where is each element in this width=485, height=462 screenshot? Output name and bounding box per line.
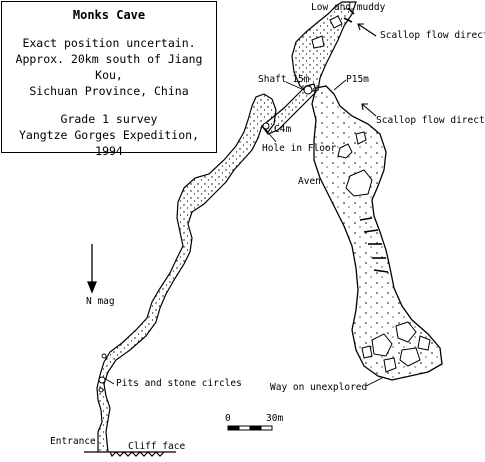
survey-grade: Grade 1 survey: [60, 112, 158, 126]
flow-arrow-north: [357, 23, 377, 37]
flow-arrow-main: [361, 103, 377, 117]
cliff-face: [84, 451, 176, 458]
label-entrance: Entrance: [50, 436, 96, 447]
label-scallop-north: Scallop flow direction: [380, 30, 485, 41]
label-c4: C4m: [274, 124, 292, 135]
label-pits: Pits and stone circles: [116, 378, 242, 389]
note-line-1: Exact position uncertain.: [22, 36, 196, 50]
note-line-3: Sichuan Province, China: [29, 84, 189, 98]
north-label: N mag: [86, 296, 115, 307]
survey-team: Yangtze Gorges Expedition, 1994: [18, 128, 199, 158]
passage-west: [96, 93, 277, 453]
label-scallop-main: Scallop flow direction: [376, 115, 485, 126]
pits-markers: [98, 353, 107, 393]
scale-start: 0: [225, 413, 231, 424]
note-line-2: Approx. 20km south of Jiang Kou,: [15, 52, 203, 82]
scale-end: 30m: [266, 413, 284, 424]
north-arrow-icon: [87, 244, 97, 294]
label-aven: Aven: [298, 176, 321, 187]
map-title: Monks Cave: [72, 8, 146, 22]
label-p15: P15m: [346, 74, 369, 85]
leader-lines: [103, 79, 383, 387]
label-hole-in-floor: Hole in Floor: [262, 143, 337, 154]
label-shaft: Shaft 15m: [258, 74, 310, 85]
scale-bar: [227, 425, 273, 431]
boulders: [311, 15, 431, 373]
wall-hatching: [343, 7, 389, 273]
label-low-and-muddy: Low and muddy: [311, 2, 386, 13]
label-cliff-face: Cliff face: [128, 441, 186, 452]
passage-main: [311, 85, 443, 381]
shaft-marker: [262, 85, 313, 130]
label-way-on: Way on unexplored: [270, 382, 368, 393]
title-box: Monks Cave Exact position uncertain. App…: [1, 1, 217, 158]
